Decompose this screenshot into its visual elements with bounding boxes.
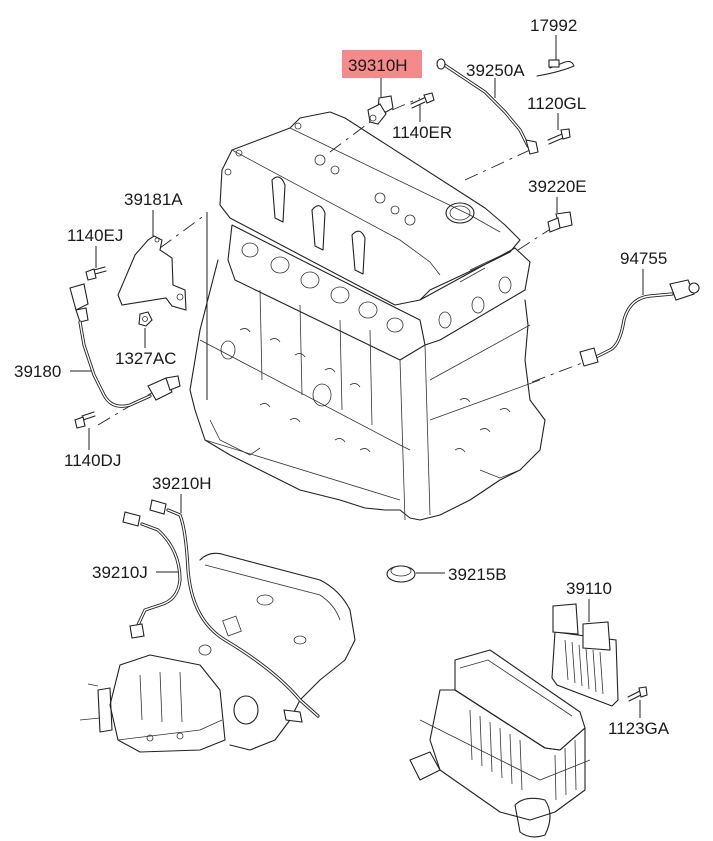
part-39310H[interactable]: 39310H [342, 50, 422, 125]
part-39250A-label[interactable]: 39250A [466, 61, 525, 80]
part-94755-label[interactable]: 94755 [620, 249, 667, 268]
part-1123GA-label[interactable]: 1123GA [608, 719, 670, 738]
part-39210H-label[interactable]: 39210H [152, 474, 212, 493]
part-17992[interactable]: 17992 [530, 16, 577, 77]
part-1140ER[interactable]: 1140ER [392, 92, 452, 142]
engine-block-illustration [189, 111, 546, 521]
part-39210J[interactable]: 39210J [92, 511, 182, 639]
part-1140EJ[interactable]: 1140EJ [67, 226, 123, 281]
part-39250A[interactable]: 39250A [436, 58, 539, 155]
part-1123GA[interactable]: 1123GA [608, 686, 670, 738]
part-1140EJ-label[interactable]: 1140EJ [67, 226, 123, 245]
part-1120GL[interactable]: 1120GL [527, 94, 586, 145]
part-1140ER-label[interactable]: 1140ER [392, 123, 452, 142]
part-1120GL-label[interactable]: 1120GL [527, 94, 586, 113]
part-1140DJ-label[interactable]: 1140DJ [64, 451, 121, 470]
part-39215B-label[interactable]: 39215B [448, 565, 507, 584]
part-39180[interactable]: 39180 [14, 283, 181, 408]
part-39210J-label[interactable]: 39210J [92, 563, 148, 582]
part-17992-label[interactable]: 17992 [530, 16, 577, 35]
part-39181A[interactable]: 39181A [117, 190, 187, 311]
part-39181A-label[interactable]: 39181A [124, 190, 183, 209]
part-39210H[interactable]: 39210H [149, 474, 320, 723]
part-94755[interactable]: 94755 [579, 249, 700, 367]
part-39215B[interactable]: 39215B [386, 565, 507, 584]
part-39220E[interactable]: 39220E [528, 177, 587, 233]
part-39110-label[interactable]: 39110 [566, 579, 612, 598]
part-39310H-label[interactable]: 39310H [348, 56, 408, 75]
part-1140DJ[interactable]: 1140DJ [64, 411, 121, 470]
part-39220E-label[interactable]: 39220E [528, 177, 587, 196]
part-39180-label[interactable]: 39180 [14, 362, 61, 381]
part-39110[interactable]: 39110 [551, 579, 619, 707]
part-1327AC[interactable]: 1327AC [115, 311, 176, 368]
air-cleaner-illustration [409, 649, 591, 838]
part-1327AC-label[interactable]: 1327AC [115, 349, 176, 368]
assembly-lines [97, 97, 591, 426]
part-39310H-highlight [342, 50, 422, 78]
exhaust-manifold-illustration [79, 552, 356, 753]
